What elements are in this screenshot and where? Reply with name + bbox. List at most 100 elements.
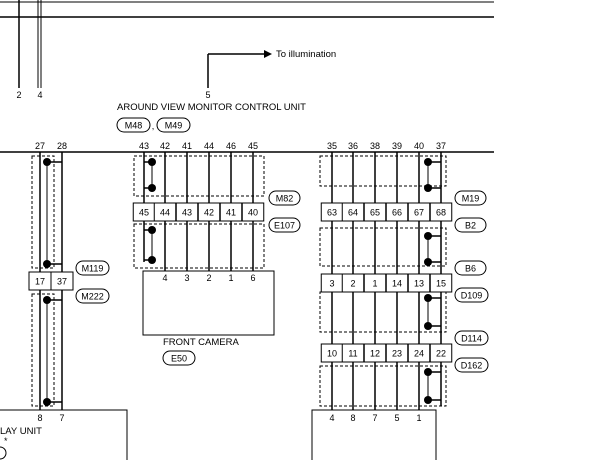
shield-box [319,227,447,267]
junction-pin: 10 [327,349,337,359]
right-unit-box [311,409,437,460]
pin-label: 43 [139,141,149,151]
junction-cell [50,271,74,291]
junction-pin: 65 [370,208,380,218]
pin-label: 38 [370,141,380,151]
ground-dots [424,158,441,404]
junction-cell [429,273,453,293]
top-region: 2 4 To illumination 5 AROUND VIEW MONITO… [0,0,494,133]
connector-tag-label: M19 [462,194,480,204]
pin-label: 46 [226,141,236,151]
pin-label: 41 [182,141,192,151]
junction-pin: 68 [436,208,446,218]
connector-tag-label: E107 [274,221,295,231]
pin-label: 8 [37,413,42,423]
pin-label: 36 [348,141,358,151]
junction-pin: 13 [414,279,424,289]
pin-label: 39 [392,141,402,151]
junction-cell [429,343,453,363]
camera-pin-label: 3 [184,273,189,283]
junction-pin: 40 [248,208,258,218]
pin-label: 37 [436,141,446,151]
separator: , [152,121,155,131]
pin-label: 44 [204,141,214,151]
shield-box [319,155,447,187]
connector-tag [454,357,489,373]
front-camera-title: FRONT CAMERA [163,337,239,348]
connector-tag-partial [0,446,7,460]
connector-tag-label: M48 [125,121,143,131]
junction-pin: 14 [392,279,402,289]
connector-tag [116,117,151,133]
connector-tag [454,217,487,233]
camera-pin-label: 1 [228,273,233,283]
connector-tag-label: D114 [461,334,482,344]
camera-pin-label: 4 [162,273,167,283]
connector-tag [75,288,110,304]
connector-tag [156,117,191,133]
junction-pin: 2 [350,279,355,289]
connector-tag-label: M222 [81,292,104,302]
connector-tag [75,260,110,276]
connector-tag-label: D162 [461,361,483,371]
connector-tag [454,190,487,206]
pin-label: 40 [414,141,424,151]
junction-pin: 42 [204,208,214,218]
pin-label: 4 [329,413,334,423]
connector-tag [454,330,489,346]
junction-pin: 24 [414,349,424,359]
junction-pin: 17 [35,277,45,287]
display-unit-label: LAY UNIT [0,426,42,437]
junction-pin: 15 [436,279,446,289]
pin-label-row: 35 36 38 39 40 37 [327,141,446,151]
pin-label: 5 [205,90,210,100]
junction-pin: 64 [348,208,358,218]
pin-label: 2 [16,90,21,100]
connector-tag-label: D109 [461,291,483,301]
junction-cell [241,202,265,222]
shield-box [31,155,55,269]
control-unit-title: AROUND VIEW MONITOR CONTROL UNIT [117,102,306,113]
shield-box [31,293,55,407]
pin-label: 45 [248,141,258,151]
shield-box [133,223,265,269]
pin-label: 7 [59,413,64,423]
connector-tag [268,217,301,233]
camera-pin-row: 4 3 2 1 6 [162,273,255,283]
pin-label: 8 [350,413,355,423]
front-camera-box [142,270,275,336]
camera-pin-label: 2 [206,273,211,283]
connector-tag [268,190,301,206]
junction-pin: 44 [160,208,170,218]
left-group: 27 28 17 37 M119 M222 8 7 LAY UNIT * [0,141,128,460]
junction-cell [429,202,453,222]
junction-pin: 66 [392,208,402,218]
pin-label: 5 [394,413,399,423]
connector-tag-label: M82 [276,194,294,204]
connector-tag [454,260,487,276]
junction-pin: 22 [436,349,446,359]
pin-label: 1 [416,413,421,423]
junction-pin: 43 [182,208,192,218]
junction-pin: 11 [348,349,357,359]
connector-tag-label: M49 [165,121,183,131]
shield-box [133,155,265,197]
illumination-label: To illumination [276,49,336,60]
connector-tag-label: B6 [465,264,476,274]
camera-pin-label: 6 [250,273,255,283]
pin-label: 27 [35,141,45,151]
junction-pin: 45 [139,208,149,218]
pin-label: 35 [327,141,337,151]
pin-label: 4 [37,90,42,100]
junction-pin: 3 [329,279,334,289]
junction-pin: 67 [414,208,424,218]
shield-box [319,365,447,407]
